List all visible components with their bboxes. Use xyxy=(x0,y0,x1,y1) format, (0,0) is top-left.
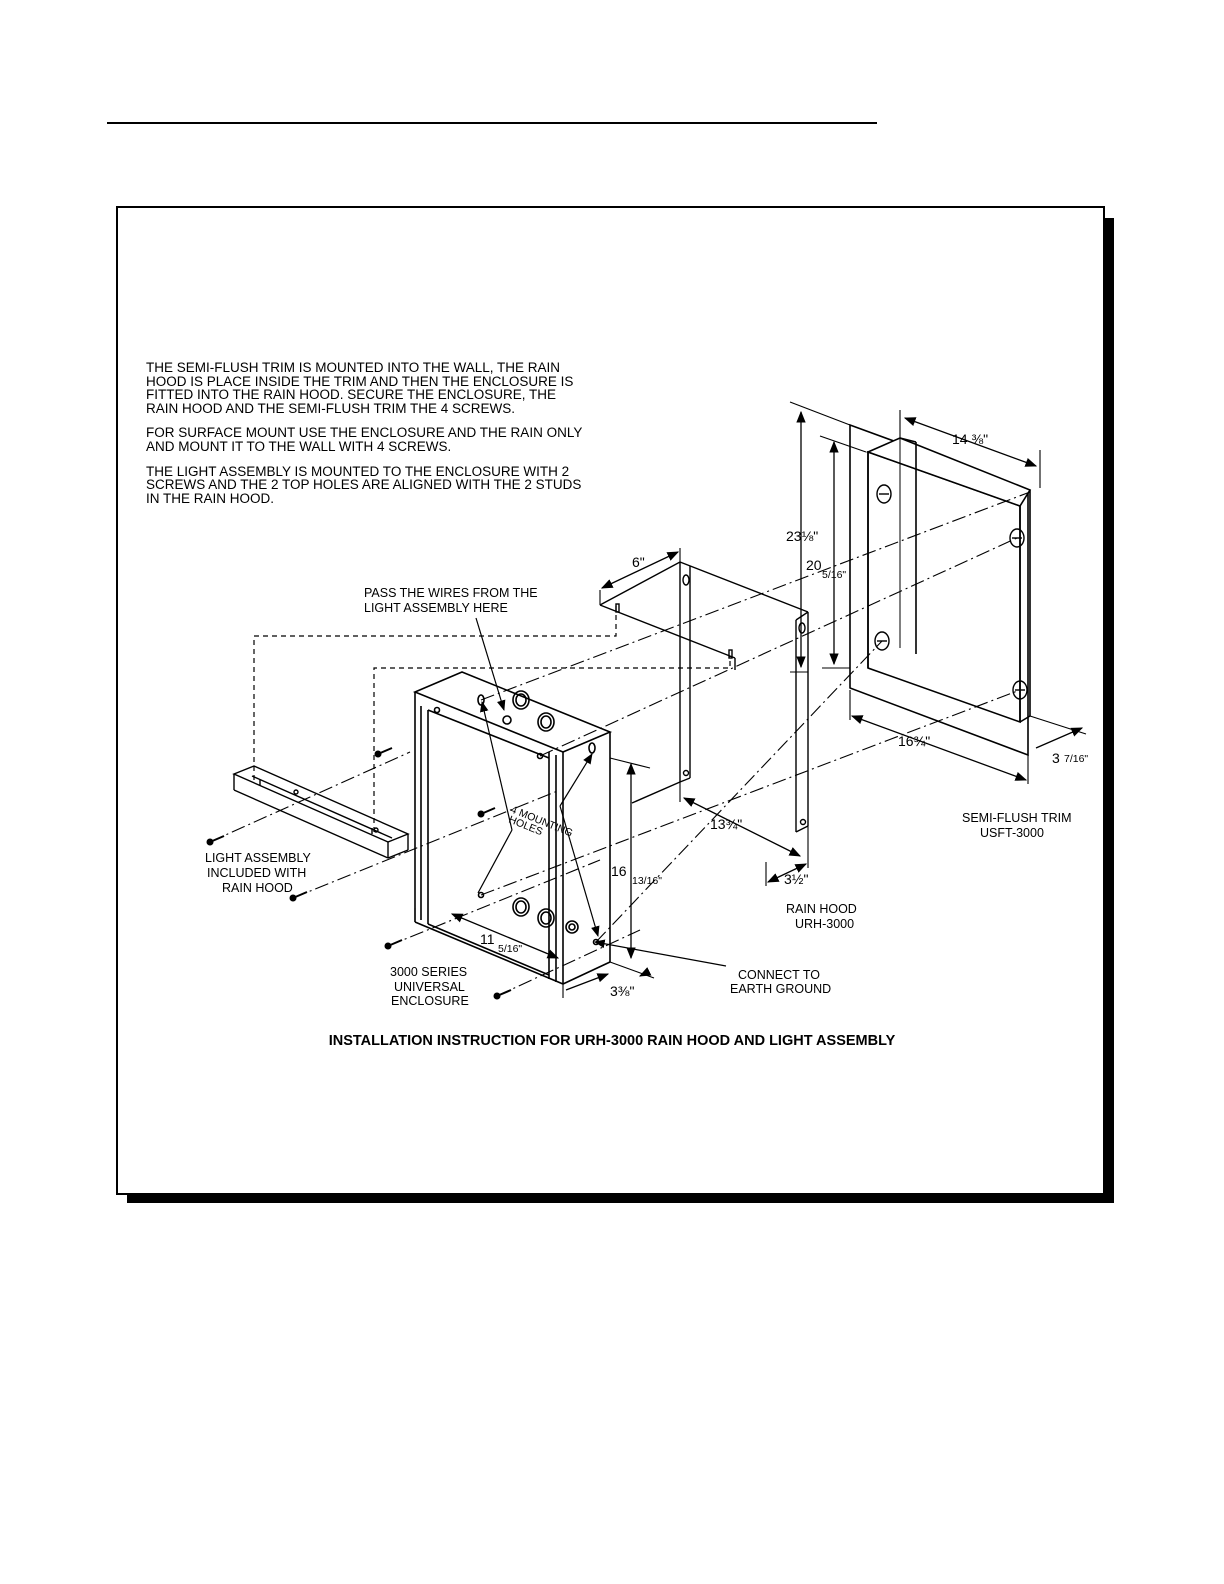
alignment-lines xyxy=(209,491,1031,997)
enclosure-label-line3: ENCLOSURE xyxy=(391,994,469,1008)
dim-hood-depth: 6" xyxy=(632,554,645,570)
light-assembly-label-line3: RAIN HOOD xyxy=(222,881,293,895)
universal-enclosure xyxy=(412,671,613,985)
dim-trim-height-inner: 20 xyxy=(806,557,822,573)
pass-wires-label: PASS THE WIRES FROM THE xyxy=(364,586,538,600)
dim-enclosure-depth: 3⅜" xyxy=(610,983,634,999)
rain-hood-label-line2: URH-3000 xyxy=(795,917,854,931)
leader-lines xyxy=(475,617,727,967)
light-assembly xyxy=(232,765,410,859)
earth-ground-label: CONNECT TO xyxy=(738,968,820,982)
semi-flush-trim-label: SEMI-FLUSH TRIM xyxy=(962,811,1072,825)
dim-trim-depth: 3 xyxy=(1052,750,1060,766)
instructions-block: THE SEMI-FLUSH TRIM IS MOUNTED INTO THE … xyxy=(146,361,591,516)
enclosure-label-line2: UNIVERSAL xyxy=(394,980,465,994)
dim-hood-width: 13¾" xyxy=(710,816,742,832)
instruction-paragraph-2: FOR SURFACE MOUNT USE THE ENCLOSURE AND … xyxy=(146,425,583,454)
light-assembly-label: LIGHT ASSEMBLY xyxy=(205,851,311,865)
earth-ground-label-line2: EARTH GROUND xyxy=(730,982,831,996)
dim-hood-flange: 3½" xyxy=(784,871,808,887)
dim-enclosure-height: 16 xyxy=(611,863,627,879)
rain-hood-label: RAIN HOOD xyxy=(786,902,857,916)
dim-trim-bottom-width: 16¾" xyxy=(898,733,930,749)
dimension-arrows xyxy=(450,410,1084,991)
light-assembly-label-line2: INCLUDED WITH xyxy=(207,866,306,880)
dim-trim-depth-fraction: 7/16" xyxy=(1064,753,1088,765)
dimension-labels: 14 ⅜" 23⅛" 20 5/16" 16¾" 3 7/16" 6" 13¾"… xyxy=(480,431,1088,999)
semi-flush-trim-label-line2: USFT-3000 xyxy=(980,826,1044,840)
header-rule xyxy=(107,122,877,124)
figure-caption: INSTALLATION INSTRUCTION FOR URH-3000 RA… xyxy=(329,1033,896,1049)
dim-trim-height-outer: 23⅛" xyxy=(786,528,818,544)
wire-routing-lines xyxy=(253,604,731,832)
instruction-paragraph-3: THE LIGHT ASSEMBLY IS MOUNTED TO THE ENC… xyxy=(146,463,582,506)
dim-trim-height-inner-fraction: 5/16" xyxy=(822,569,846,581)
pass-wires-label-line2: LIGHT ASSEMBLY HERE xyxy=(364,601,508,615)
dim-enclosure-height-fraction: 13/16" xyxy=(632,875,662,887)
dim-enclosure-width-fraction: 5/16" xyxy=(498,943,522,955)
enclosure-label: 3000 SERIES xyxy=(390,965,467,979)
dim-trim-width: 14 ⅜" xyxy=(952,431,988,447)
instruction-paragraph-1: THE SEMI-FLUSH TRIM IS MOUNTED INTO THE … xyxy=(146,360,574,416)
semi-flush-trim xyxy=(849,423,1032,757)
dim-enclosure-width: 11 xyxy=(480,931,495,947)
